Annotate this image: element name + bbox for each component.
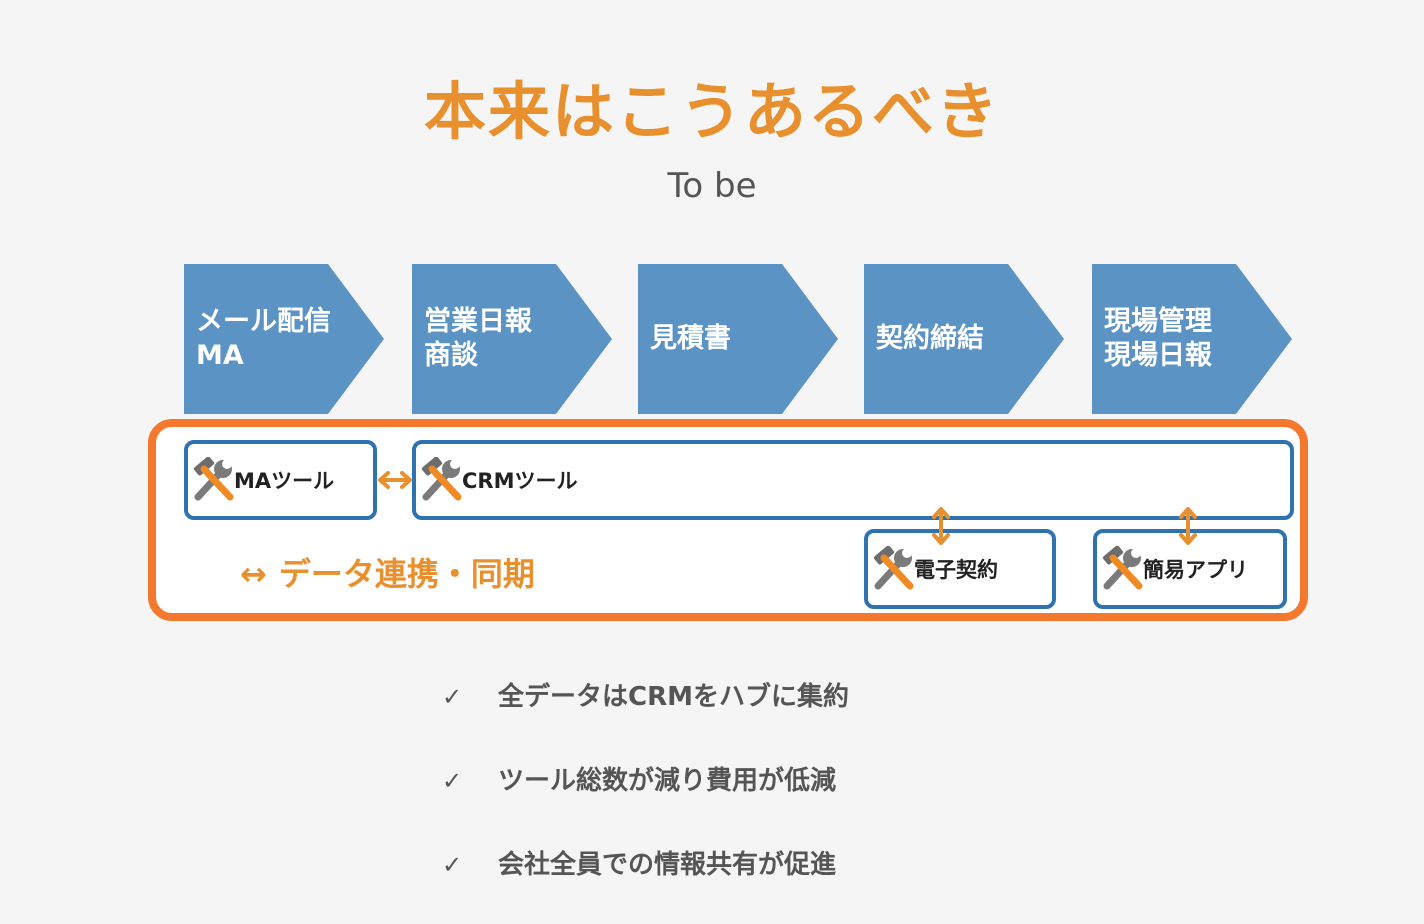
benefits-list: ✓ 全データはCRMをハブに集約 ✓ ツール総数が減り費用が低減 ✓ 会社全員で… xyxy=(442,672,849,924)
sync-arrow-horizontal xyxy=(378,471,412,489)
checkmark-icon: ✓ xyxy=(442,767,463,795)
crm-tool-box: CRMツール xyxy=(412,440,1294,520)
esign-tool-label: 電子契約 xyxy=(914,558,998,582)
page-title: 本来はこうあるべき xyxy=(423,75,1000,148)
sync-arrow-vertical xyxy=(932,507,950,545)
esign-tool-box: 電子契約 xyxy=(864,529,1056,609)
benefit-text: ツール総数が減り費用が低減 xyxy=(498,766,837,796)
checkmark-icon: ✓ xyxy=(442,683,463,711)
sync-legend: ↔ データ連携・同期 xyxy=(240,552,535,596)
benefit-item: ✓ ツール総数が減り費用が低減 xyxy=(442,756,849,840)
benefit-item: ✓ 全データはCRMをハブに集約 xyxy=(442,672,849,756)
process-step-label: 契約締結 xyxy=(876,323,984,354)
sync-legend-symbol: ↔ xyxy=(240,555,267,593)
hammer-wrench-icon xyxy=(1099,546,1147,592)
hammer-wrench-icon xyxy=(418,457,466,503)
crm-tool-label: CRMツール xyxy=(462,469,578,493)
process-step-label: 見積書 xyxy=(650,323,731,354)
process-step-quote: 見積書 xyxy=(638,264,838,414)
ma-tool-box: MAツール xyxy=(184,440,377,520)
checkmark-icon: ✓ xyxy=(442,851,463,879)
sync-legend-label: データ連携・同期 xyxy=(278,555,535,593)
hammer-wrench-icon xyxy=(870,546,918,592)
hammer-wrench-icon xyxy=(190,457,238,503)
sync-arrow-vertical xyxy=(1179,507,1197,545)
process-step-label: メール配信 MA xyxy=(196,306,331,371)
app-tool-label: 簡易アプリ xyxy=(1143,558,1248,582)
process-step-contract: 契約締結 xyxy=(864,264,1064,414)
benefit-item: ✓ 会社全員での情報共有が促進 xyxy=(442,840,849,924)
benefit-text: 全データはCRMをハブに集約 xyxy=(498,682,849,712)
process-step-site: 現場管理 現場日報 xyxy=(1092,264,1292,414)
process-step-label: 営業日報 商談 xyxy=(424,306,532,371)
process-step-label: 現場管理 現場日報 xyxy=(1104,306,1212,371)
process-step-sales: 営業日報 商談 xyxy=(412,264,612,414)
process-step-ma: メール配信 MA xyxy=(184,264,384,414)
ma-tool-label: MAツール xyxy=(234,469,335,493)
page-subtitle: To be xyxy=(667,166,757,206)
benefit-text: 会社全員での情報共有が促進 xyxy=(498,850,837,880)
